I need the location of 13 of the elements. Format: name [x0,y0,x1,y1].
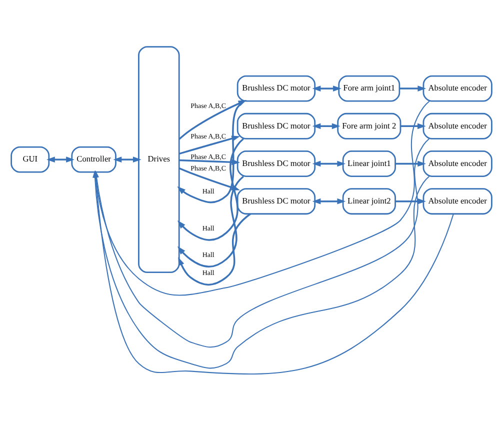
arrow [178,213,251,286]
arrow [113,156,142,162]
arrow [312,123,340,130]
arrow [177,138,244,241]
arrow [396,198,426,204]
arrow [396,160,426,167]
arrow [312,160,346,167]
arrow [46,156,74,162]
arrow [312,86,342,92]
arrow [178,176,244,268]
arrow [400,86,426,92]
arrow [312,198,346,204]
arrow [400,123,426,130]
